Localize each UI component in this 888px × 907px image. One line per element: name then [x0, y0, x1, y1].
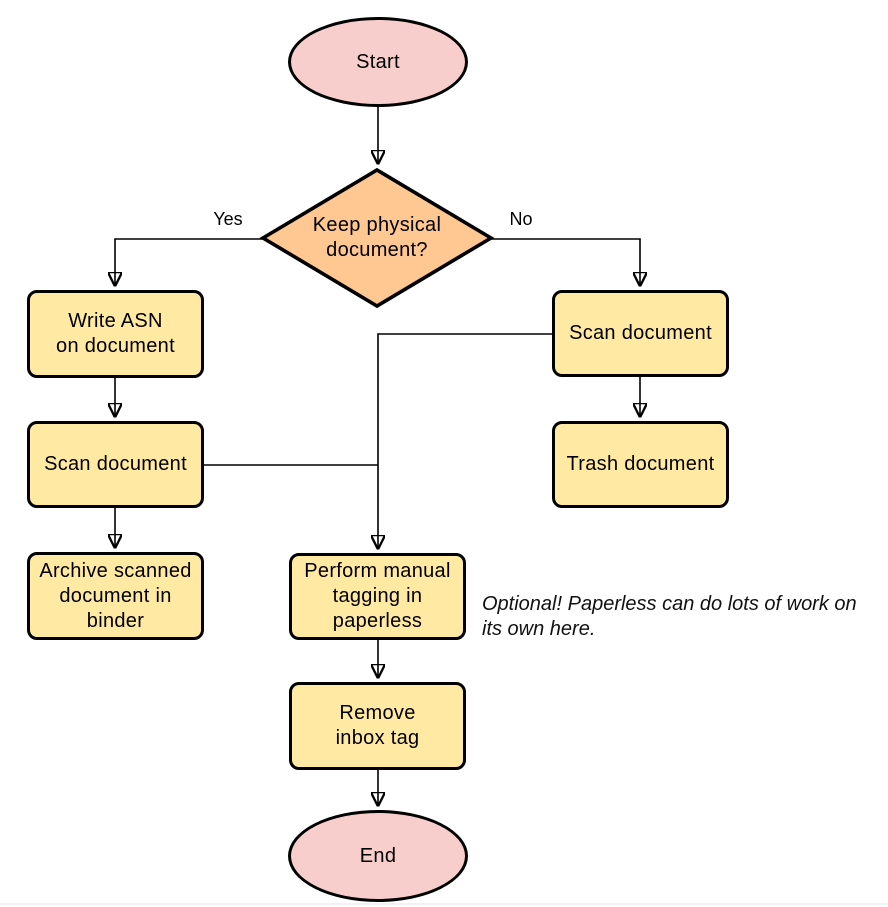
node-scan-document-trash-label: Scan document — [569, 322, 712, 344]
decision-diamond-shape — [259, 167, 495, 309]
node-manual-tagging-label: Perform manual tagging in paperless — [304, 560, 451, 632]
node-scan-document-trash: Scan document — [552, 290, 729, 377]
node-trash-document-label: Trash document — [566, 453, 715, 475]
edge-label-no: No — [509, 209, 533, 229]
node-manual-tagging: Perform manual tagging in paperless — [289, 553, 466, 640]
node-decision: Keep physical document? — [259, 166, 495, 310]
node-archive-binder-label: Archive scanned document in binder — [39, 559, 192, 632]
node-write-asn-label: Write ASN on document — [56, 310, 175, 357]
node-archive-binder: Archive scanned document in binder — [27, 552, 204, 640]
edge-decision-yes-to-write-asn — [115, 238, 263, 285]
edge-label-yes: Yes — [213, 209, 243, 229]
node-decision-label: Keep physical document? — [312, 214, 442, 261]
node-scan-document-keep: Scan document — [27, 421, 204, 508]
node-remove-inbox-tag-label: Remove inbox tag — [335, 702, 420, 749]
node-start: Start — [288, 17, 468, 107]
edge-scan-trash-to-tagging — [378, 333, 552, 548]
node-write-asn: Write ASN on document — [27, 290, 204, 378]
page-bottom-divider — [0, 903, 888, 905]
diamond-polygon — [259, 167, 495, 309]
node-end: End — [288, 810, 468, 902]
node-trash-document: Trash document — [552, 421, 729, 508]
node-end-label: End — [359, 844, 397, 867]
node-scan-document-keep-label: Scan document — [44, 453, 187, 475]
annotation-optional-note: Optional! Paperless can do lots of work … — [482, 593, 857, 640]
edge-decision-no-to-scan — [491, 238, 640, 285]
node-start-label: Start — [356, 50, 400, 73]
node-remove-inbox-tag: Remove inbox tag — [289, 682, 466, 770]
